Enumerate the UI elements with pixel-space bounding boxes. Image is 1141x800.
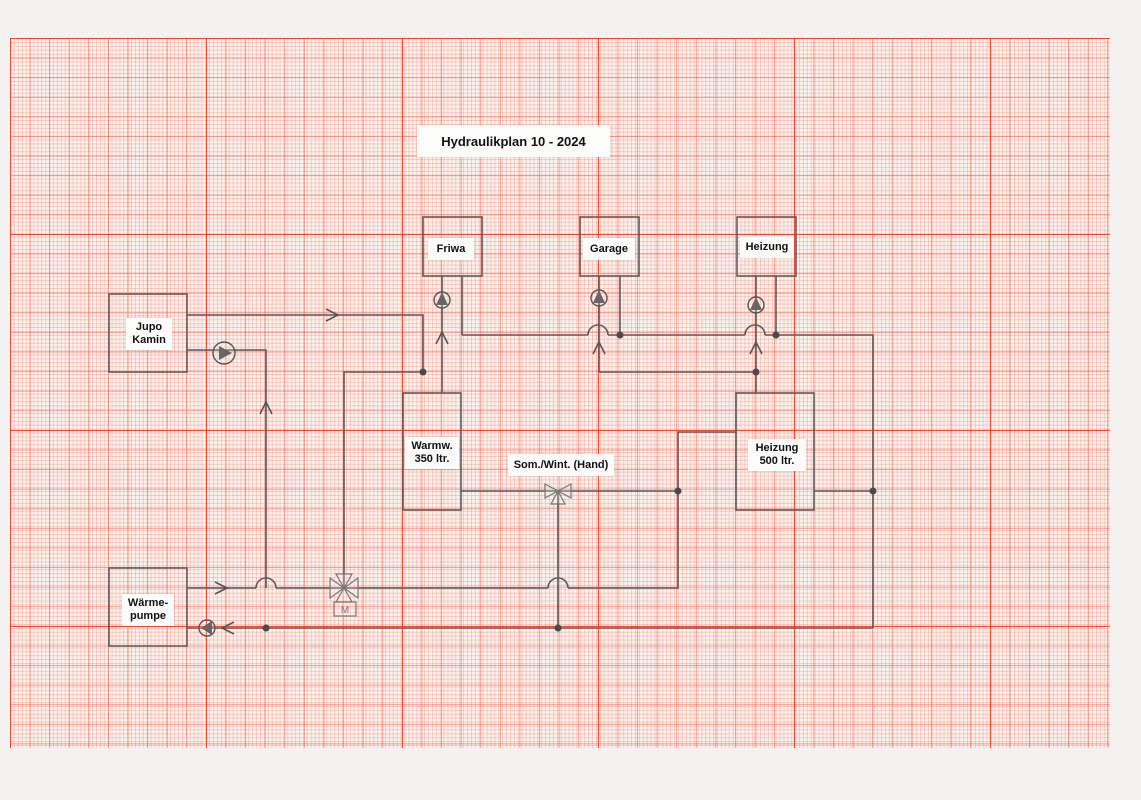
garage-box xyxy=(579,216,640,277)
friwa-box xyxy=(422,216,483,277)
pump-waermepumpe xyxy=(198,619,216,637)
waermepumpe-box xyxy=(108,567,188,647)
label-garage: Garage xyxy=(583,238,635,260)
label-heizung-top: Heizung xyxy=(740,236,794,258)
label-waermepumpe: Wärme- pumpe xyxy=(122,594,174,626)
label-warmwasser: Warmw. 350 ltr. xyxy=(405,437,459,469)
label-heizung-tank: Heizung 500 ltr. xyxy=(748,439,806,471)
motor-valve-letter: M xyxy=(341,605,349,616)
label-friwa: Friwa xyxy=(428,238,474,260)
diagram-title: Hydraulikplan 10 - 2024 xyxy=(417,125,610,157)
label-jupo-kamin: Jupo Kamin xyxy=(126,318,172,350)
label-som-wint: Som./Wint. (Hand) xyxy=(508,454,614,476)
som-wint-valve xyxy=(544,482,572,505)
pump-jupo xyxy=(212,341,236,365)
heizung-tank-box xyxy=(735,392,815,511)
pump-garage xyxy=(590,289,608,307)
flow-arrows xyxy=(214,308,763,635)
warmwasser-tank-box xyxy=(402,392,462,511)
jupo-kamin-box xyxy=(108,293,188,373)
heizung-top-box xyxy=(736,216,797,277)
pump-friwa xyxy=(433,291,451,309)
junction-nodes xyxy=(262,331,877,632)
motor-valve: M xyxy=(329,573,359,617)
pump-heizung xyxy=(747,296,765,314)
